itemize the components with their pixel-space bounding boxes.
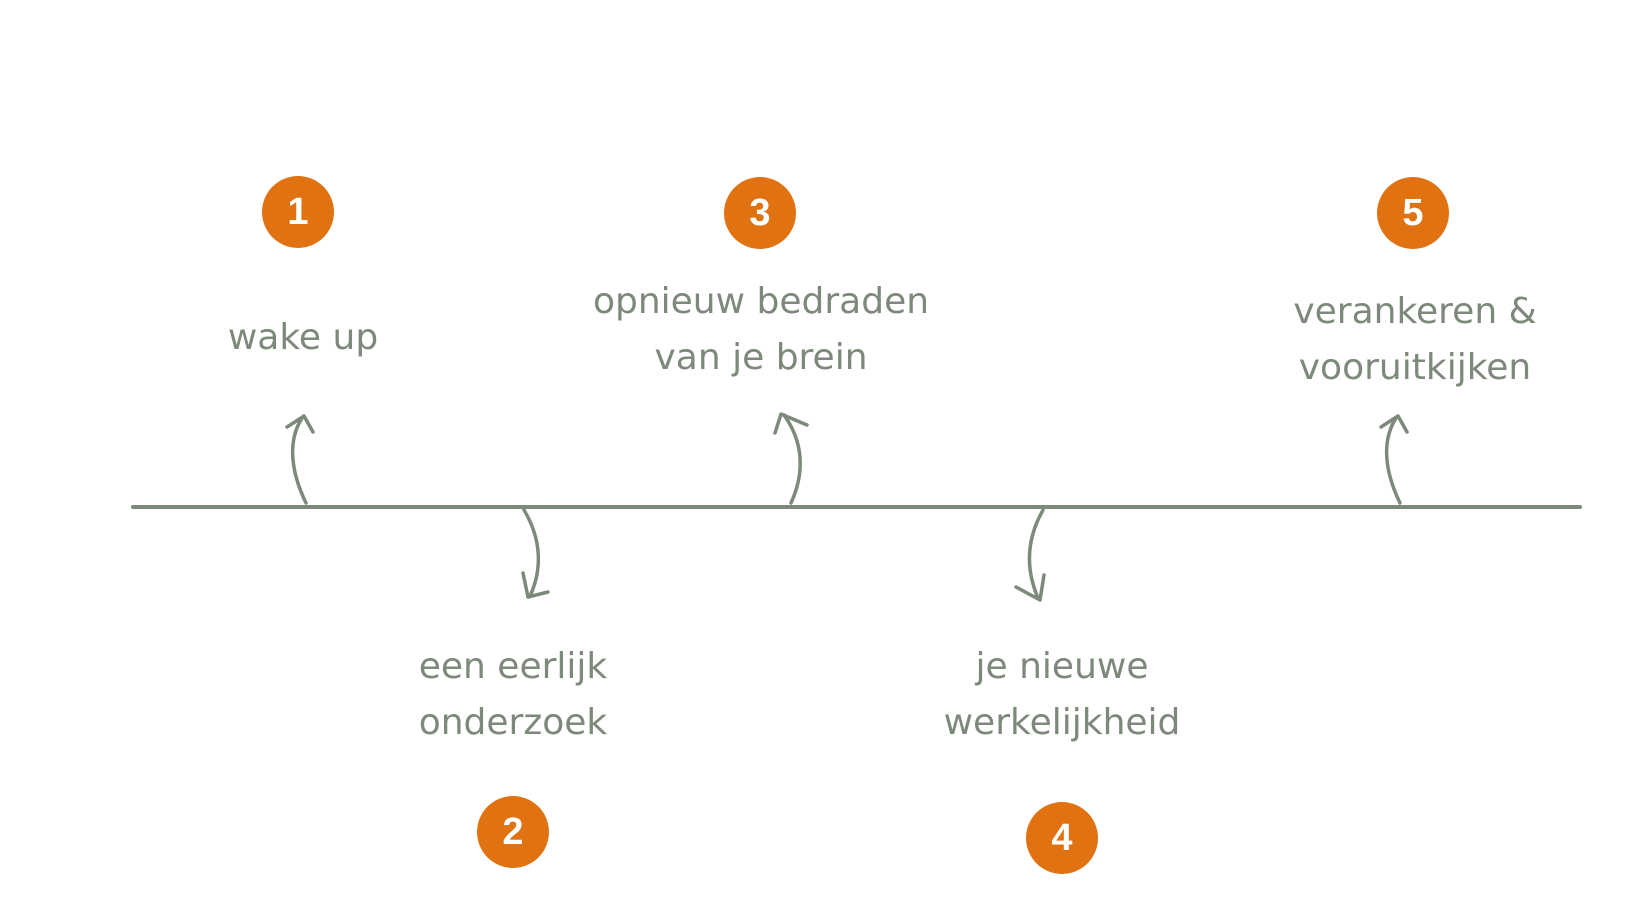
step-4-badge: 4 bbox=[1026, 802, 1098, 874]
step-5-label: verankeren & vooruitkijken bbox=[1293, 284, 1536, 396]
arrow-3-icon bbox=[773, 412, 809, 505]
step-5-label-line-1: verankeren & bbox=[1293, 291, 1537, 332]
step-4-label: je nieuwe werkelijkheid bbox=[944, 639, 1181, 751]
step-5-badge: 5 bbox=[1377, 177, 1449, 249]
arrow-1-icon bbox=[285, 414, 315, 505]
step-3-label: opnieuw bedraden van je brein bbox=[593, 274, 929, 386]
step-3-badge: 3 bbox=[724, 177, 796, 249]
step-5-label-line-2: vooruitkijken bbox=[1298, 347, 1532, 388]
step-2-label-line-1: een eerlijk bbox=[418, 646, 608, 687]
step-1-label: wake up bbox=[228, 310, 378, 366]
step-4-label-line-1: je nieuwe bbox=[975, 646, 1149, 687]
arrow-5-icon bbox=[1379, 414, 1409, 505]
step-2-badge: 2 bbox=[477, 796, 549, 868]
step-3-label-line-2: van je brein bbox=[654, 337, 868, 378]
step-4-label-line-2: werkelijkheid bbox=[943, 702, 1181, 743]
step-1-badge: 1 bbox=[262, 176, 334, 248]
step-3-label-line-1: opnieuw bedraden bbox=[592, 281, 930, 322]
step-1-label-line-1: wake up bbox=[227, 317, 379, 358]
step-2-label: een eerlijk onderzoek bbox=[419, 639, 608, 751]
arrow-4-icon bbox=[1014, 508, 1046, 602]
step-2-label-line-2: onderzoek bbox=[418, 702, 608, 743]
arrow-2-icon bbox=[521, 508, 550, 599]
